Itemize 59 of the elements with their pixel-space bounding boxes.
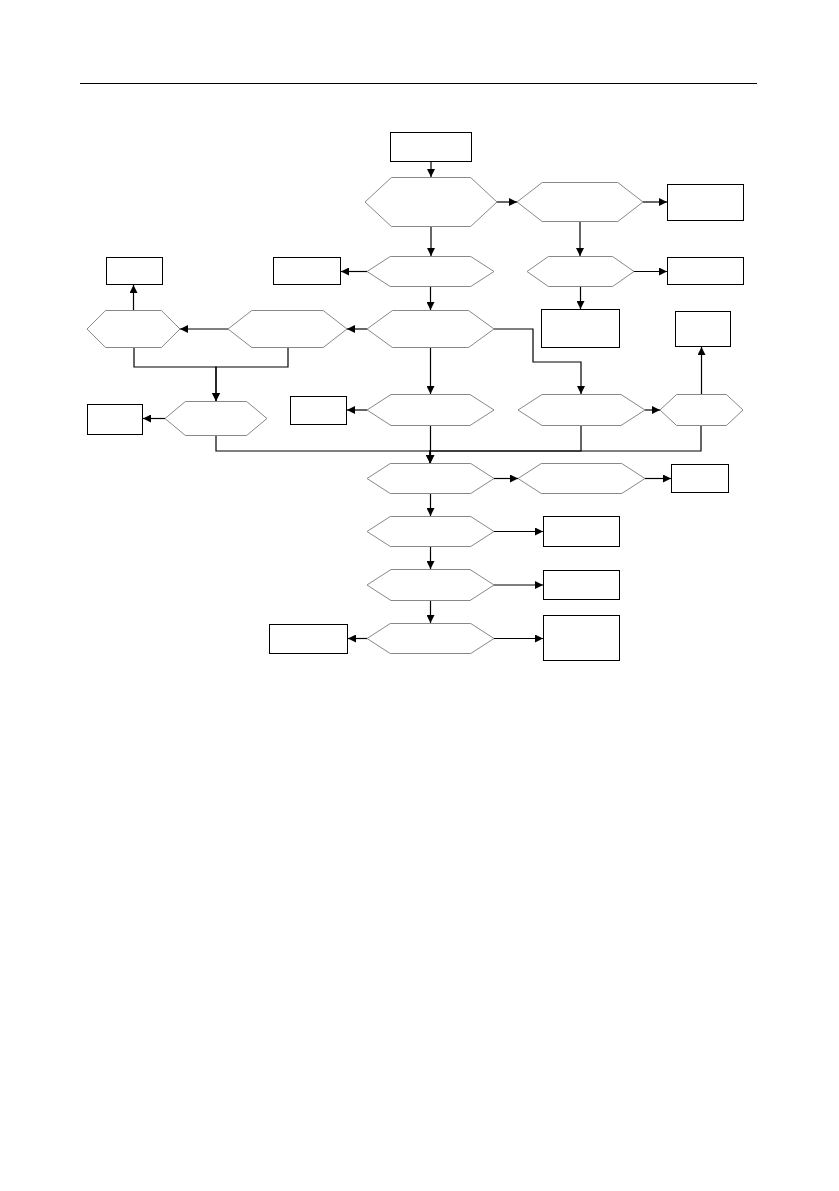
decision-hexagon: [87, 310, 180, 348]
arrow: [493, 634, 544, 643]
process-box: [543, 570, 620, 600]
decision-hexagon: [527, 256, 634, 287]
decision-hexagon: [518, 394, 645, 426]
arrow: [493, 527, 544, 536]
arrow: [644, 406, 661, 414]
process-box: [273, 257, 341, 285]
decision-hexagon: [165, 401, 267, 436]
process-box: [390, 132, 472, 162]
process-box: [667, 184, 744, 221]
arrow: [576, 286, 585, 310]
arrow: [576, 221, 584, 257]
process-box: [543, 615, 620, 661]
arrow: [633, 267, 668, 276]
arrow: [347, 634, 368, 643]
decision-hexagon: [660, 394, 743, 426]
process-box: [106, 257, 163, 285]
arrow: [427, 161, 435, 178]
decision-hexagon: [228, 310, 347, 348]
arrow: [426, 347, 435, 395]
decision-hexagon: [367, 394, 494, 426]
decision-hexagon: [367, 569, 494, 601]
decision-hexagon: [367, 463, 494, 494]
arrow: [642, 198, 668, 206]
process-box: [269, 624, 348, 654]
decision-hexagon: [367, 310, 494, 348]
arrow: [493, 581, 544, 589]
arrow: [426, 286, 435, 311]
arrow: [346, 325, 368, 333]
process-box: [543, 516, 620, 547]
arrow: [340, 267, 368, 276]
process-box: [87, 404, 143, 435]
process-box: [675, 311, 731, 347]
decision-hexagon: [367, 516, 494, 547]
arrow: [697, 346, 706, 395]
decision-hexagon: [365, 177, 497, 227]
arrow: [426, 546, 435, 570]
process-box: [290, 396, 347, 425]
arrow: [427, 226, 435, 257]
process-box: [671, 464, 729, 493]
process-box: [541, 309, 620, 348]
arrow: [346, 406, 368, 414]
decision-hexagon: [367, 623, 494, 654]
arrow: [493, 474, 519, 483]
arrow: [426, 425, 702, 464]
arrow: [496, 198, 518, 206]
process-box: [667, 257, 744, 285]
arrow: [644, 474, 672, 483]
arrow: [129, 284, 138, 311]
arrow: [212, 347, 289, 402]
decision-hexagon: [367, 256, 494, 287]
decision-hexagon: [517, 182, 643, 222]
arrow: [493, 328, 585, 395]
arrow: [426, 600, 435, 624]
arrow: [426, 493, 435, 517]
decision-hexagon: [518, 463, 645, 494]
arrow: [179, 325, 229, 333]
arrow: [142, 414, 166, 423]
